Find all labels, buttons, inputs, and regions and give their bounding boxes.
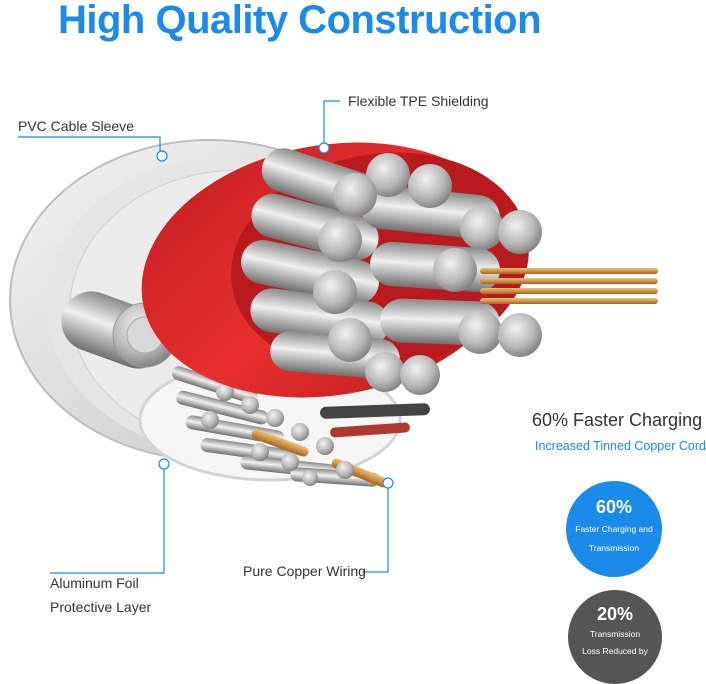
- copper-wires-graphic: [480, 268, 658, 304]
- badge-text-line2: Loss Reduced by: [582, 646, 648, 656]
- faster-charging-badge: 60% Faster Charging and Transmission: [566, 481, 662, 577]
- page-headline: High Quality Construction: [58, 0, 542, 42]
- badge-text-line2: Transmission: [588, 543, 640, 553]
- pvc-sleeve-label: PVC Cable Sleeve: [18, 118, 134, 134]
- badge-percent: 20%: [596, 604, 634, 624]
- leader-lines: [18, 100, 394, 574]
- cable-cross-section-illustration: [9, 100, 658, 574]
- main-conductor-bundle-graphic: [241, 148, 542, 395]
- aluminum-foil-label: Aluminum Foil: [50, 575, 139, 591]
- badge-percent: 60%: [595, 497, 633, 517]
- feature-subtitle: Increased Tinned Copper Cord: [535, 439, 706, 453]
- badge-text-line1: Transmission: [589, 629, 641, 639]
- badge-text-line1: Faster Charging and: [575, 524, 653, 534]
- aluminum-foil-label-line2: Protective Layer: [50, 599, 152, 615]
- loss-reduced-badge: 20% Transmission Loss Reduced by: [568, 590, 662, 684]
- tpe-shielding-label: Flexible TPE Shielding: [348, 93, 489, 109]
- feature-title: 60% Faster Charging: [532, 410, 703, 430]
- copper-wiring-label: Pure Copper Wiring: [243, 563, 366, 579]
